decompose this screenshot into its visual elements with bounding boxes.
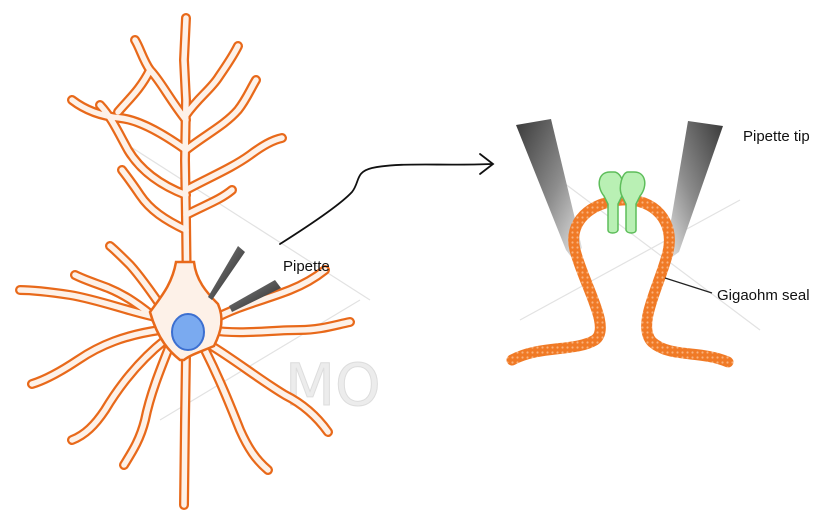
nucleus [172,314,204,350]
pipette-tip-label: Pipette tip [743,128,810,145]
gigaohm-seal-pointer [665,278,712,293]
gigaohm-seal-label: Gigaohm seal [717,287,810,304]
zoom-detail [512,119,728,362]
pipette-label: Pipette [283,258,330,275]
arrow-icon [280,154,493,244]
